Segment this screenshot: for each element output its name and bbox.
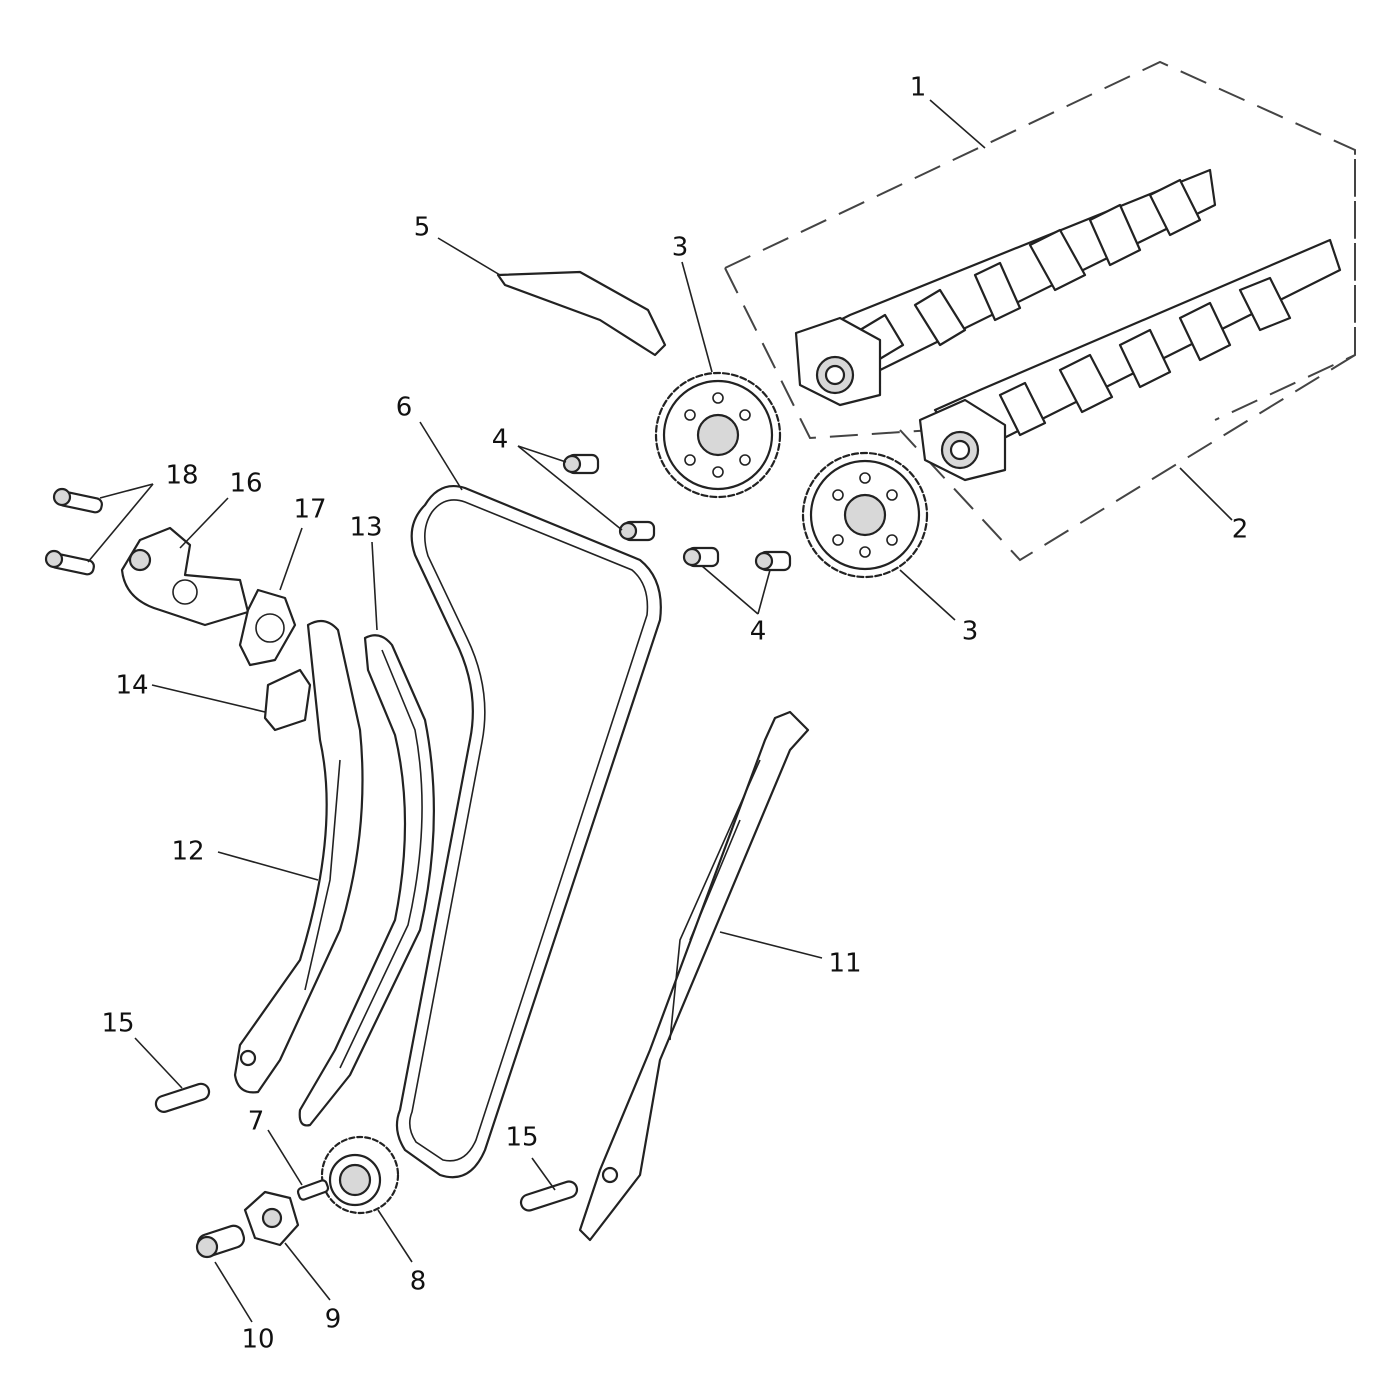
dowel-pin-2 [519,1180,579,1212]
callout-14: 14 [115,671,148,701]
callout-2: 2 [1232,515,1249,545]
cam-sprocket-upper [654,371,782,499]
sprocket-bolt-3 [682,546,720,568]
top-chain-guide [496,270,667,357]
callout-18: 18 [165,461,198,491]
camshaft-1 [794,168,1217,407]
sprocket-bolt-1 [562,453,600,475]
crank-nut [243,1190,300,1247]
cam-sprocket-lower [801,451,929,579]
tensioner-guide-face [339,649,423,1069]
callout-7: 7 [248,1107,265,1137]
callout-5: 5 [414,213,431,243]
chain-tensioner [120,526,250,627]
callout-1: 1 [910,73,927,103]
tensioner-guide [298,634,435,1127]
camshaft-assembly-box-1 [724,60,1356,440]
tensioner-pad [263,668,312,732]
callout-6: 6 [396,393,413,423]
callout-12: 12 [171,837,204,867]
tensioner-bolt-2 [44,549,95,576]
timing-chain-inner [408,499,649,1162]
crank-bolt [195,1224,246,1259]
sprocket-bolt-2 [618,520,656,542]
sprocket-bolt-4 [754,550,792,572]
timing-chain [395,484,662,1179]
leader-lines [87,99,1233,1323]
callout-4-upper: 4 [492,425,509,455]
callout-9: 9 [325,1305,342,1335]
callout-15-left: 15 [101,1009,134,1039]
tensioner-bolt-1 [52,487,103,514]
callout-16: 16 [229,469,262,499]
camshaft-2 [918,238,1342,482]
callout-15-right: 15 [505,1123,538,1153]
dowel-pin-1 [154,1082,211,1113]
callout-3-lower: 3 [962,617,979,647]
tensioner-gasket [238,588,297,667]
fixed-chain-guide [578,710,810,1242]
woodruff-key [296,1179,330,1201]
callout-11: 11 [828,949,861,979]
crank-sprocket [320,1135,400,1215]
camshaft-assembly-box-2 [899,150,1356,562]
callout-4-lower: 4 [750,617,767,647]
callout-10: 10 [241,1325,274,1355]
callout-8: 8 [410,1267,427,1297]
callout-3-upper: 3 [672,233,689,263]
callout-17: 17 [293,495,326,525]
callout-13: 13 [349,513,382,543]
tensioner-blade [233,619,364,1094]
